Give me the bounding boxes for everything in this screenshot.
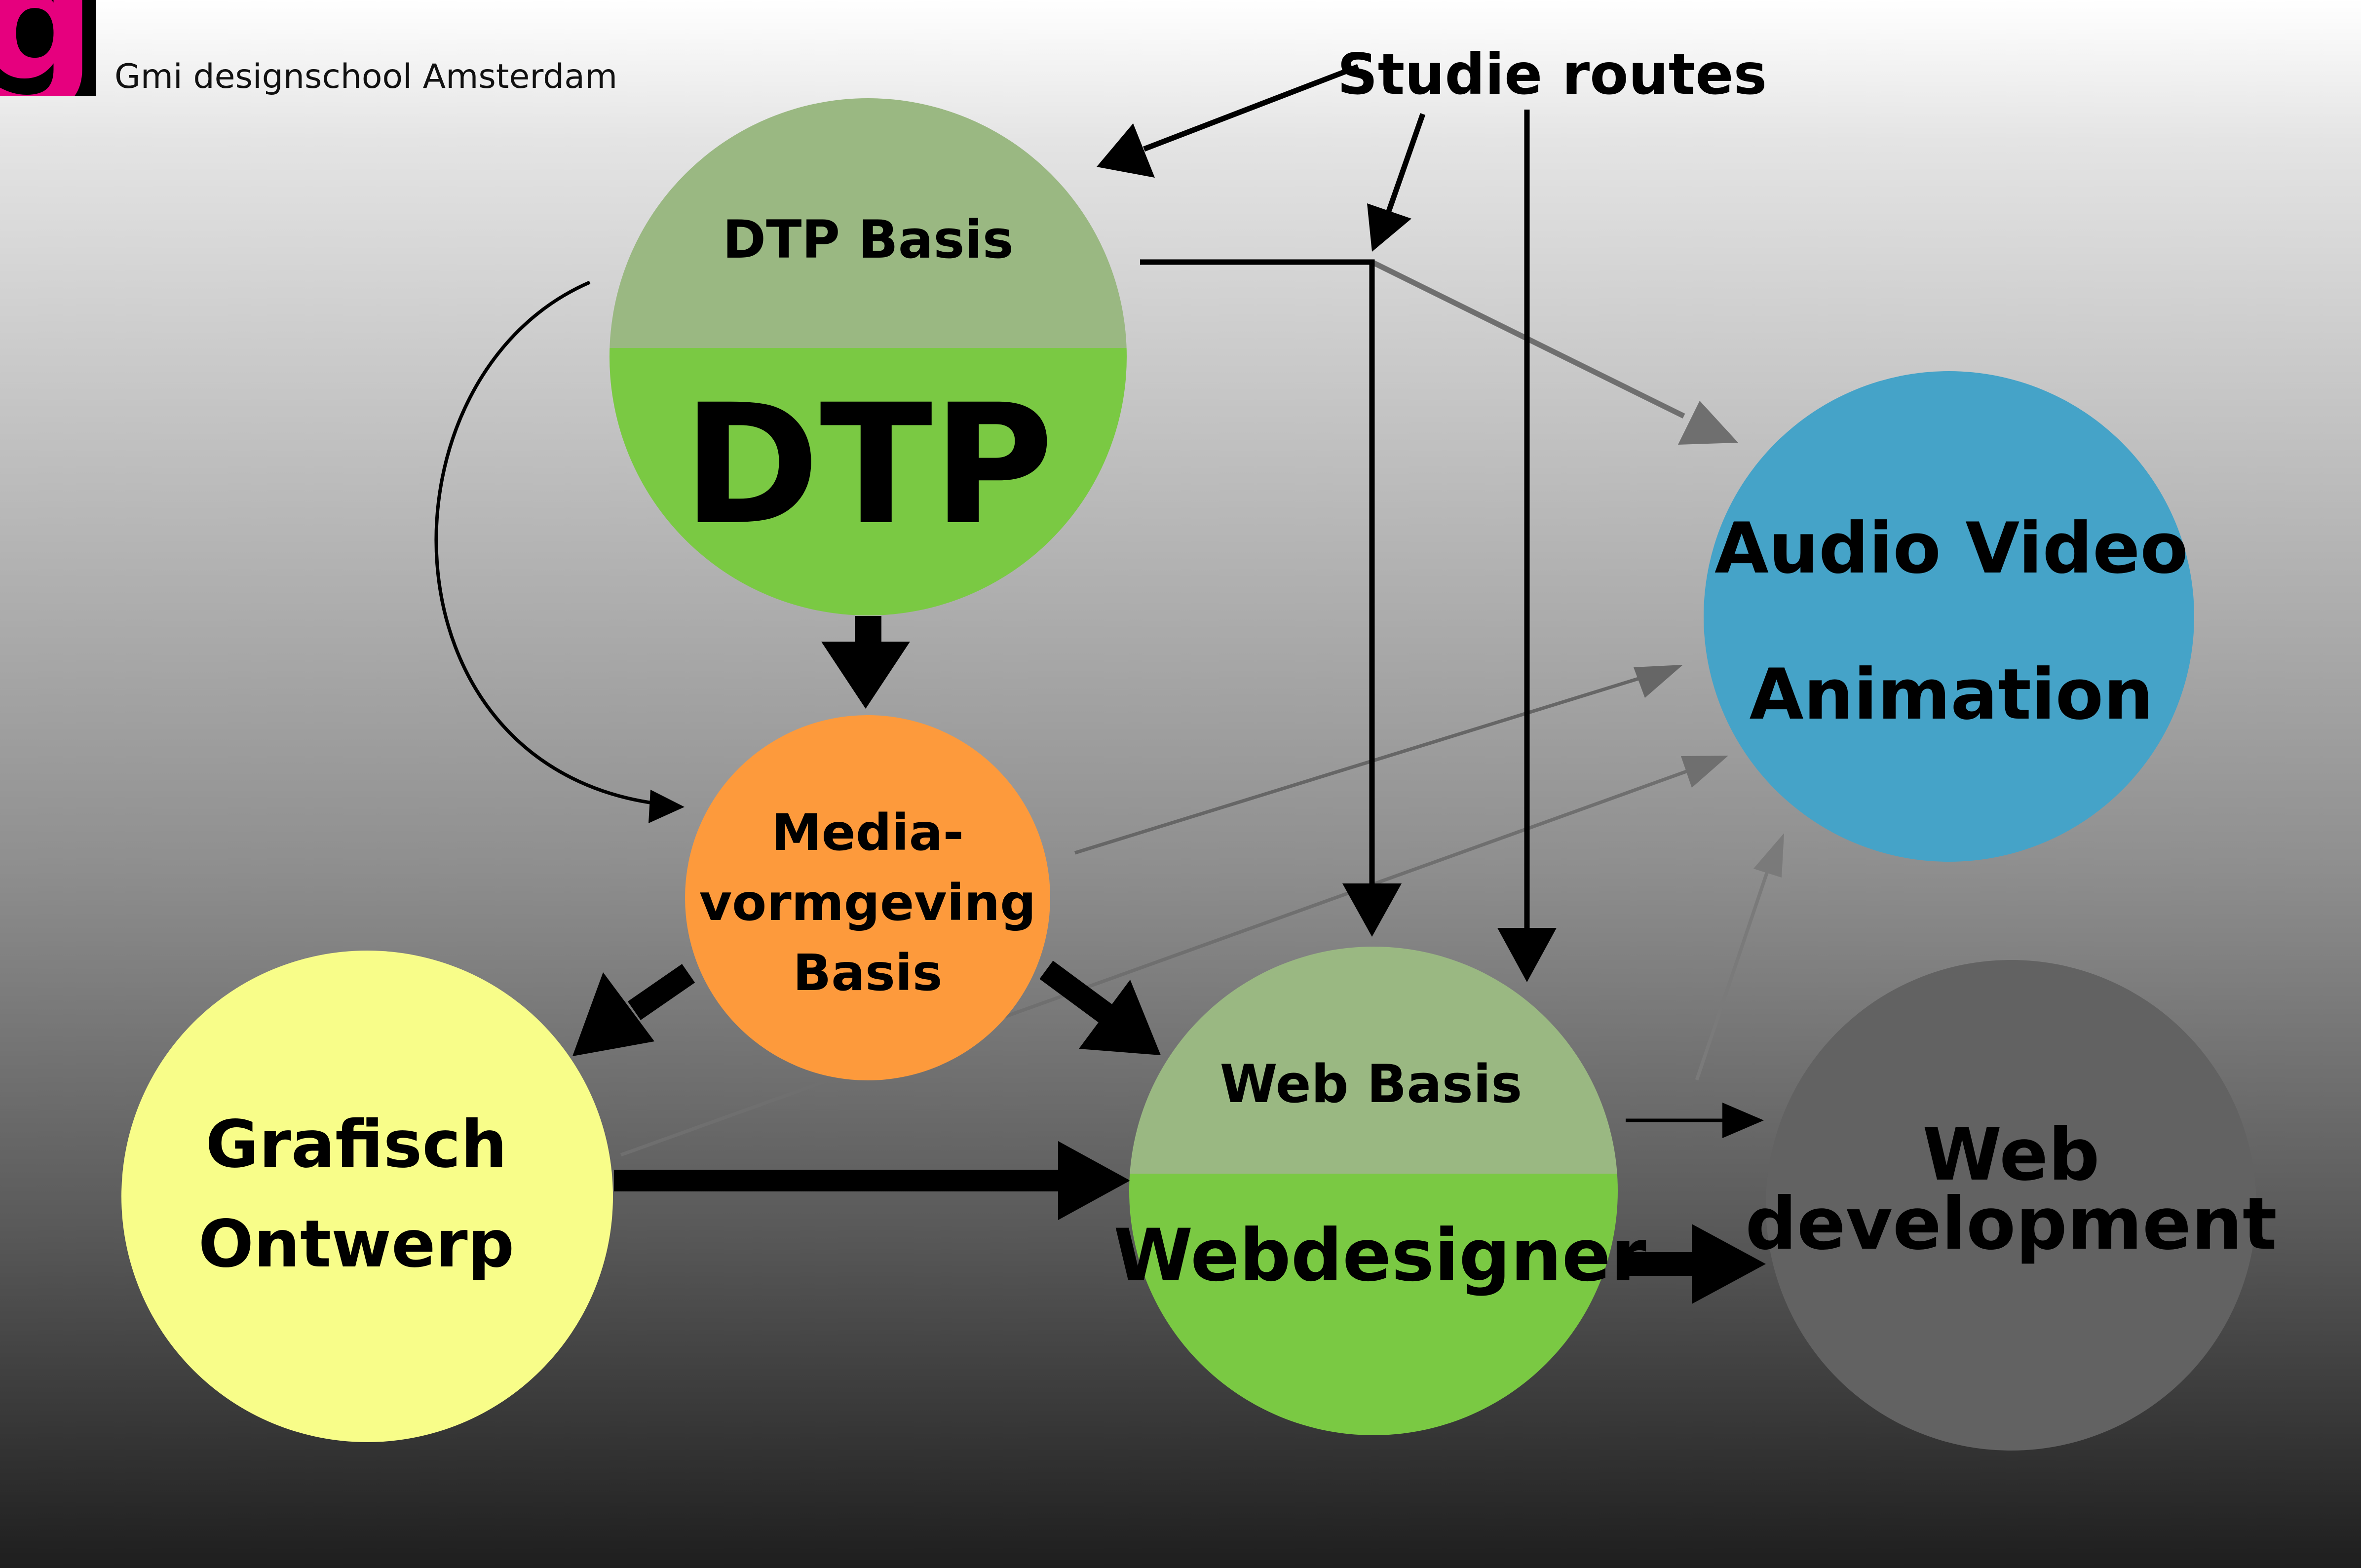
node-media: Media- vormgeving Basis bbox=[685, 715, 1050, 1080]
legend-pointer-dtp bbox=[1143, 64, 1359, 152]
arrow-dtp-curve-to-media-head bbox=[648, 790, 685, 823]
arrow-media-to-audio-head bbox=[1634, 665, 1683, 698]
arrow-dtp-curve-to-media bbox=[434, 280, 657, 805]
node-media-line2: vormgeving bbox=[699, 874, 1036, 932]
arrow-webdesigner-to-webdev-shaft bbox=[1620, 1252, 1697, 1276]
logo-letter: g bbox=[0, 0, 96, 96]
node-dtp-main-label: DTP bbox=[683, 369, 1054, 562]
arrow-dtp-to-media-shaft bbox=[855, 616, 881, 646]
legend-title: Studie routes bbox=[1337, 41, 1767, 107]
node-dtp-basis-label: DTP Basis bbox=[723, 209, 1014, 270]
node-web: Web Basis Webdesigner bbox=[1113, 947, 1646, 1435]
node-media-line3: Basis bbox=[793, 944, 943, 1002]
arrow-grafisch-to-audio-head bbox=[1681, 756, 1728, 788]
arrow-grafisch-to-web-head bbox=[1058, 1141, 1130, 1220]
node-audio-line2: Animation bbox=[1750, 654, 2154, 735]
legend-pointer-route-head bbox=[1367, 203, 1411, 252]
node-webdev: Web development bbox=[1745, 960, 2277, 1451]
node-audio-circle bbox=[1704, 371, 2194, 862]
arrow-media-to-web-head bbox=[1079, 980, 1161, 1055]
node-audio-line1: Audio Video bbox=[1714, 508, 2188, 589]
arrow-webbasis-to-webdev-head bbox=[1722, 1103, 1764, 1138]
node-grafisch-circle bbox=[121, 951, 613, 1442]
node-webdev-line1: Web bbox=[1922, 1113, 2099, 1197]
arrow-grafisch-to-web-shaft bbox=[614, 1170, 1068, 1191]
arrow-media-to-grafisch-shaft bbox=[627, 964, 695, 1020]
node-grafisch-line1: Grafisch bbox=[205, 1107, 507, 1183]
node-media-line1: Media- bbox=[771, 803, 964, 862]
node-web-main-label: Webdesigner bbox=[1113, 1214, 1646, 1298]
arrow-grafisch-to-audio bbox=[620, 769, 1689, 1157]
legend-pointer-dtp-head bbox=[1097, 123, 1155, 178]
route-dtp-to-web bbox=[1140, 259, 1375, 887]
node-dtp: DTP Basis DTP bbox=[609, 98, 1127, 615]
node-grafisch: Grafisch Ontwerp bbox=[121, 951, 613, 1442]
arrow-media-to-grafisch-head bbox=[572, 972, 654, 1056]
node-webdev-line2: development bbox=[1745, 1182, 2277, 1266]
arrow-web-to-audio bbox=[1695, 868, 1770, 1081]
node-webdev-circle bbox=[1766, 960, 2256, 1451]
route-legend-to-web-head bbox=[1497, 928, 1557, 982]
arrow-dtp-to-media-head bbox=[821, 642, 910, 709]
arrow-webdesigner-to-webdev-head bbox=[1692, 1224, 1766, 1304]
school-name: Gmi designschool Amsterdam bbox=[114, 57, 618, 96]
arrow-media-to-audio bbox=[1074, 677, 1639, 855]
arrow-media-to-web-shaft bbox=[1039, 960, 1113, 1024]
arrow-web-to-audio-head bbox=[1753, 833, 1784, 878]
node-grafisch-line2: Ontwerp bbox=[198, 1206, 514, 1282]
node-media-circle bbox=[685, 715, 1050, 1080]
logo: g bbox=[0, 0, 96, 96]
node-web-bottom bbox=[1129, 1174, 1618, 1435]
legend-pointer-route bbox=[1386, 113, 1426, 212]
arrow-dtp-to-audio-head bbox=[1678, 401, 1738, 445]
node-web-basis-label: Web Basis bbox=[1220, 1054, 1523, 1114]
node-audio: Audio Video Animation bbox=[1704, 371, 2194, 862]
route-dtp-to-web-head bbox=[1342, 883, 1402, 937]
connectors bbox=[434, 64, 1784, 1304]
